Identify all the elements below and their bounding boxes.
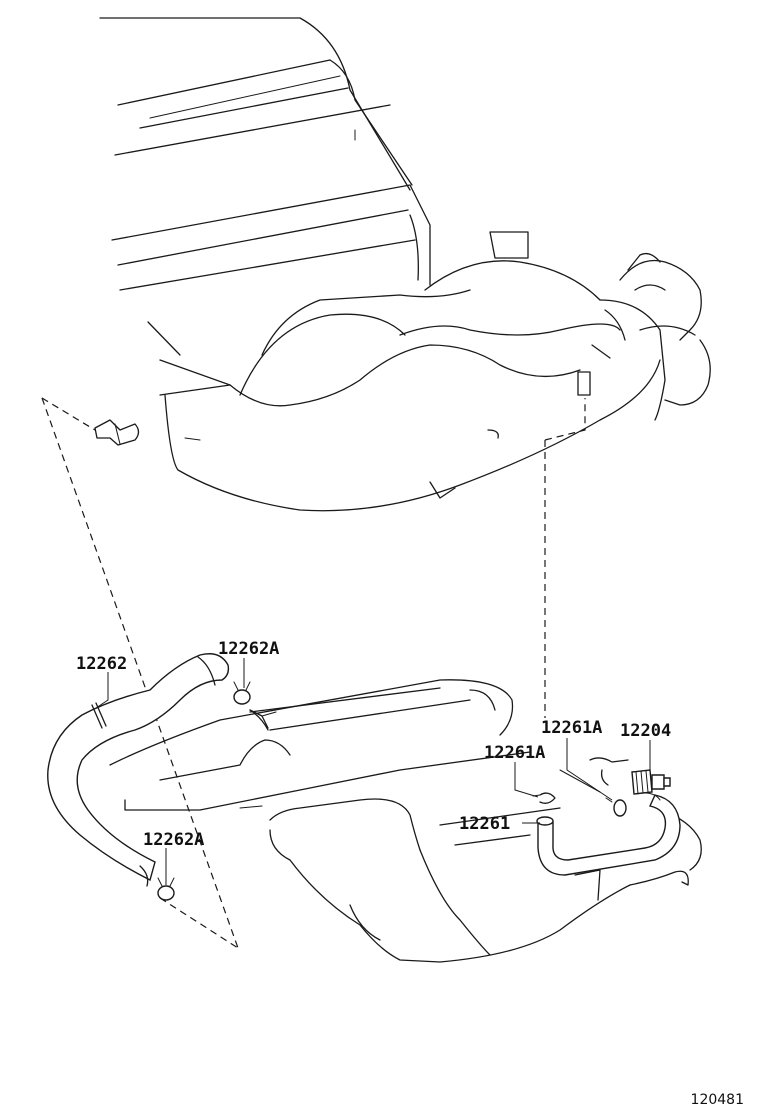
label-12262a-upper: 12262A bbox=[218, 639, 279, 659]
figure-number: 120481 bbox=[691, 1092, 744, 1108]
pcv-hose-12261 bbox=[536, 792, 681, 876]
clamp-12262a-lower bbox=[157, 877, 175, 901]
cylinder-head-cover bbox=[109, 679, 702, 963]
label-12261: 12261 bbox=[459, 814, 510, 834]
label-12262a-lower: 12262A bbox=[143, 830, 204, 850]
label-12261a-right: 12261A bbox=[541, 718, 602, 738]
leader-12261a-right bbox=[566, 738, 613, 801]
clamp-12262a-upper bbox=[233, 681, 269, 729]
clamp-12261a-right bbox=[605, 797, 627, 817]
vacuum-fitting bbox=[94, 419, 140, 446]
reference-line-left bbox=[41, 397, 239, 949]
pcv-valve-12204 bbox=[631, 769, 671, 795]
intake-manifold bbox=[99, 17, 666, 512]
label-12261a-center: 12261A bbox=[484, 743, 545, 763]
reference-line-left-top bbox=[41, 397, 96, 431]
leader-12261a-center bbox=[514, 762, 539, 798]
pressure-regulator bbox=[619, 252, 711, 406]
ventilation-hose-12262 bbox=[47, 653, 230, 887]
label-12262: 12262 bbox=[76, 654, 127, 674]
label-12204: 12204 bbox=[620, 721, 671, 741]
clamp-12261a-center bbox=[532, 792, 556, 804]
reference-line-center-top bbox=[544, 398, 586, 441]
reference-line-lower bbox=[159, 897, 239, 949]
leader-12262 bbox=[95, 672, 109, 709]
